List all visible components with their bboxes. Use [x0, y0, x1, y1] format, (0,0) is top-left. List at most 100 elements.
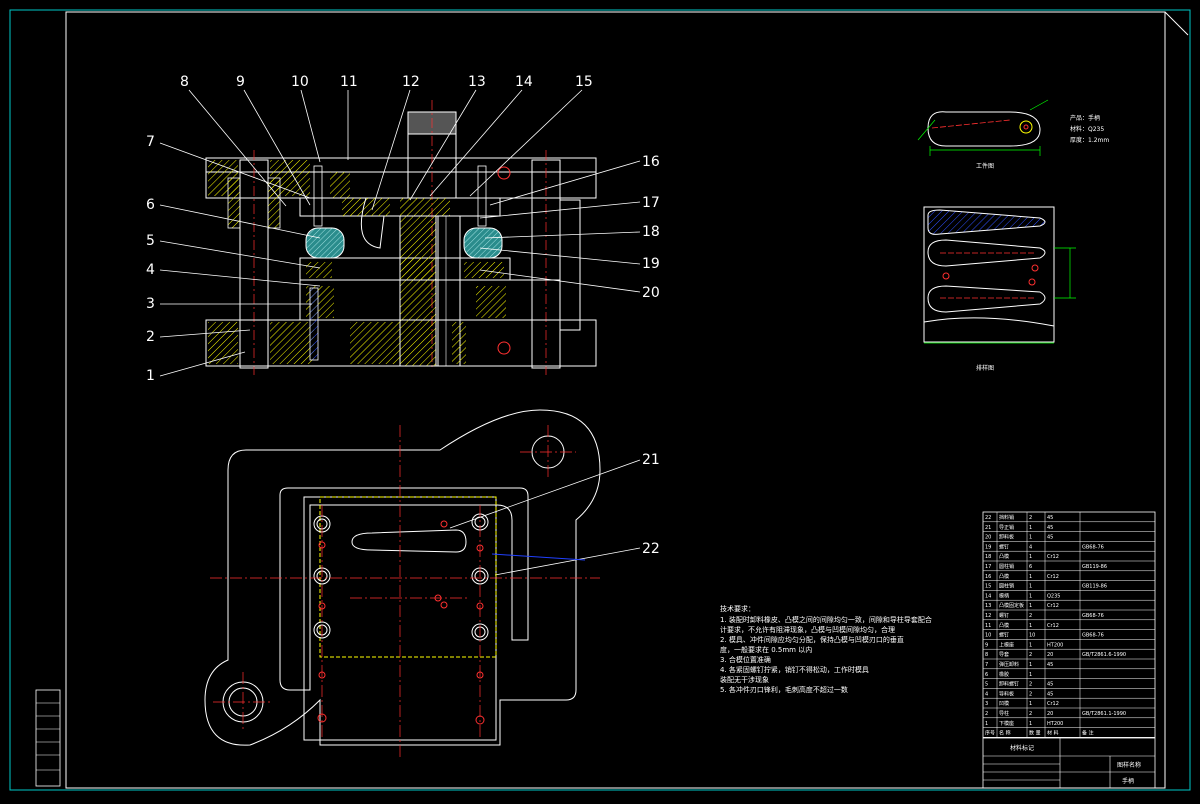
callout-3: 3 [146, 296, 155, 312]
bom-cell: 1 [1029, 535, 1032, 541]
bom-cell: 挡料销 [999, 514, 1014, 521]
bom-cell: GB/T2861.1-1990 [1082, 711, 1126, 717]
bom-cell: 凸模 [999, 622, 1009, 629]
bom-cell: 螺钉 [999, 632, 1009, 639]
bom-cell: 18 [985, 554, 991, 560]
bom-cell: 橡胶 [999, 671, 1009, 678]
bom-cell: Cr12 [1047, 701, 1059, 707]
bom-cell: 1 [1029, 642, 1032, 648]
plan-center-lines [210, 425, 600, 760]
material-mark: 材料标记 [1010, 744, 1034, 752]
bom-cell: Cr12 [1047, 623, 1059, 629]
bom-cell: 1 [1029, 662, 1032, 668]
bom-cell: 圆柱销 [999, 583, 1014, 590]
section-view [205, 100, 597, 375]
workpiece-info-2: 材料：Q235 [1070, 125, 1104, 133]
callout-17: 17 [642, 195, 660, 211]
bom-cell: 21 [985, 525, 991, 531]
bom-cell: 9 [985, 642, 988, 648]
bom-cell: 10 [1029, 633, 1035, 639]
bom-cell: 1 [1029, 554, 1032, 560]
plan-view [204, 409, 601, 746]
bom-cell: 20 [985, 535, 991, 541]
callout-10: 10 [291, 74, 309, 90]
bom-cell: 2 [1029, 711, 1032, 717]
bom-cell: 凸模固定板 [999, 602, 1024, 609]
tech-notes: 技术要求： 1. 装配时卸料橡皮、凸模之间的间隙均匀一致，间隙和导柱导套配合 计… [720, 604, 932, 694]
callout-16: 16 [642, 154, 660, 170]
bom-cell: 弹压卸料 [999, 661, 1019, 668]
bom-cell: 上模座 [999, 641, 1014, 648]
strip-layout: 排样图 [923, 206, 1076, 372]
bom-cell: 45 [1047, 682, 1053, 688]
callout-13: 13 [468, 74, 486, 90]
blue-leader [491, 553, 586, 561]
bom-cell: GB119-86 [1082, 584, 1107, 590]
callout-11: 11 [340, 74, 358, 90]
bom-cell: GB68-76 [1082, 544, 1104, 550]
tech-note-2: 计要求，不允许有阻滞现象，凸模与凹模间隙均匀，合理 [720, 625, 895, 634]
callout-19: 19 [642, 256, 660, 272]
bom-cell: GB68-76 [1082, 633, 1104, 639]
bom-cell: 20 [1047, 711, 1053, 717]
bom-cell: 16 [985, 574, 991, 580]
bom-cell: 凹模 [999, 700, 1009, 707]
bom-cell: GB/T2861.6-1990 [1082, 652, 1126, 658]
callout-12: 12 [402, 74, 420, 90]
bom-cell: 1 [1029, 593, 1032, 599]
bom-cell: GB68-76 [1082, 613, 1104, 619]
tech-notes-title: 技术要求： [720, 604, 755, 613]
bom-cell: 卸料板 [999, 534, 1014, 541]
bom-cell: 17 [985, 564, 991, 570]
bom-cell: HT200 [1047, 642, 1063, 648]
bom-cell: 导料板 [999, 690, 1014, 697]
bom-cell: 45 [1047, 691, 1053, 697]
bom-cell: 6 [1029, 564, 1032, 570]
bom-cell: 10 [985, 633, 991, 639]
bom-cell: Cr12 [1047, 574, 1059, 580]
bom-cell: 6 [985, 672, 988, 678]
bom-header-cell: 名 称 [999, 730, 1011, 737]
workpiece-label: 工件图 [976, 162, 994, 170]
callout-18: 18 [642, 224, 660, 240]
bom-cell: 14 [985, 593, 991, 599]
tech-note-7: 装配无干涉现象 [720, 675, 769, 684]
bom-frame [982, 511, 1156, 738]
bom-cell: 1 [1029, 623, 1032, 629]
bom-cell: 凸模 [999, 553, 1009, 560]
bom-cell: 导柱 [999, 710, 1009, 717]
corner-mark [1164, 11, 1189, 36]
bom-cell: Q235 [1047, 593, 1060, 599]
part-name: 手柄 [1122, 777, 1134, 785]
bom-cell: 45 [1047, 662, 1053, 668]
callout-2: 2 [146, 329, 155, 345]
tech-note-4: 度，一般要求在 0.5mm 以内 [720, 645, 812, 654]
bom-cell: Cr12 [1047, 603, 1059, 609]
bom-cell: 1 [1029, 672, 1032, 678]
tech-note-5: 3. 合模位置准确 [720, 655, 771, 664]
bom-header-cell: 序号 [985, 730, 995, 737]
bom-cell: 2 [1029, 613, 1032, 619]
bom-cell: 1 [1029, 574, 1032, 580]
tech-note-6: 4. 各紧固螺钉拧紧，销钉不得松动，工作时模具 [720, 665, 869, 674]
bom-cell: 2 [1029, 682, 1032, 688]
tech-note-8: 5. 各冲件刃口锋利，毛刺高度不超过一数 [720, 685, 848, 694]
bom-cell: 45 [1047, 525, 1053, 531]
title-block: 材料标记 图样名称 手柄 [982, 737, 1156, 789]
bom-cell: 11 [985, 623, 991, 629]
callout-numbers: 8 9 10 11 12 13 14 15 7 6 5 4 3 2 1 16 1… [146, 74, 660, 557]
callout-4: 4 [146, 262, 155, 278]
callout-15: 15 [575, 74, 593, 90]
bom-cell: 凸模 [999, 573, 1009, 580]
tech-note-3: 2. 模具、冲件间隙应均匀分配，保持凸模与凹模刃口的垂直 [720, 635, 904, 644]
bom-cell: 3 [985, 701, 988, 707]
bom-cell: 4 [985, 691, 988, 697]
bom-cell: 模柄 [999, 592, 1009, 599]
bom-cell: 导套 [999, 651, 1009, 658]
callout-14: 14 [515, 74, 533, 90]
bom-cell: 5 [985, 682, 988, 688]
drawing-name-label: 图样名称 [1117, 761, 1141, 769]
callout-21: 21 [642, 452, 660, 468]
bom-cell: 20 [1047, 652, 1053, 658]
bom-cell: 4 [1029, 544, 1032, 550]
